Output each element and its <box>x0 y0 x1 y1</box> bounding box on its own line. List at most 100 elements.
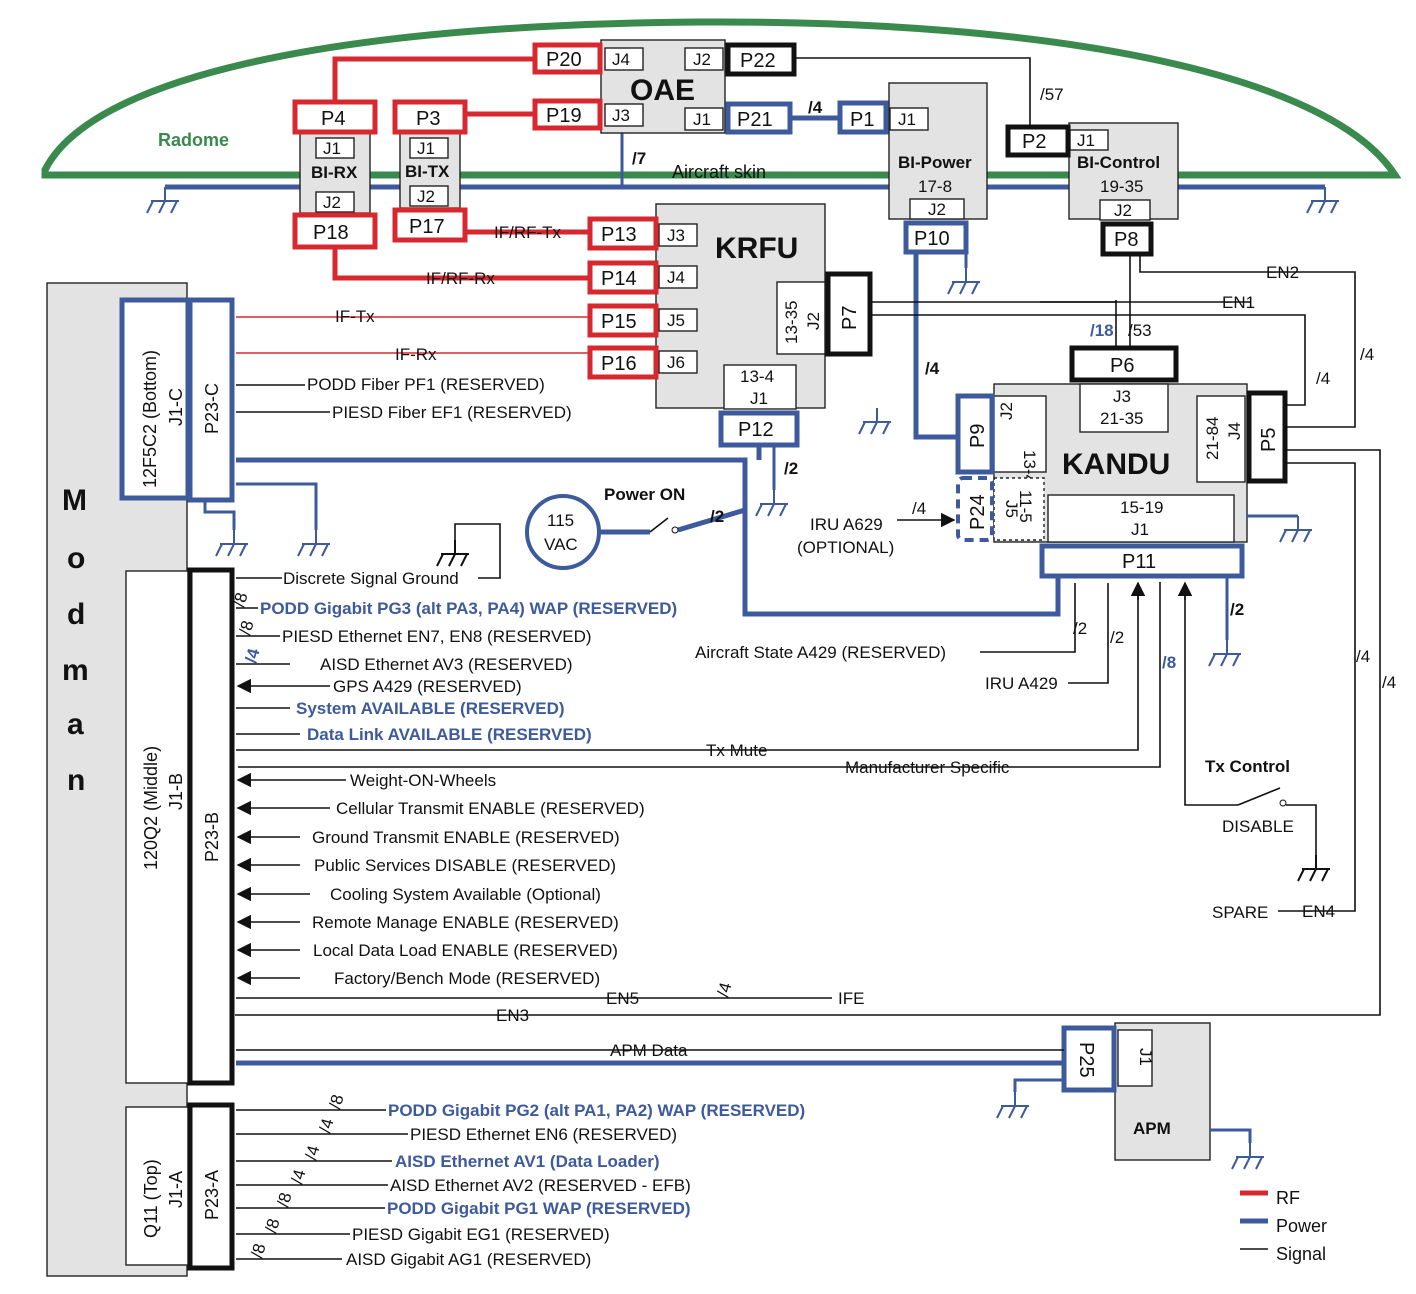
p23-c-label: P23-C <box>202 383 222 434</box>
count-7: /7 <box>632 149 646 168</box>
bi-tx-j1: J1 <box>417 139 435 158</box>
gps-label: GPS A429 (RESERVED) <box>333 677 522 696</box>
p5-connector <box>1246 390 1288 484</box>
p7-connector <box>825 271 873 357</box>
iru-a629-label: IRU A629 <box>810 515 883 534</box>
vac-num: 115 <box>547 511 574 530</box>
krfu-j4: J4 <box>667 268 685 287</box>
weight-on-wheels-label: Weight-ON-Wheels <box>350 771 496 790</box>
count-8-en7: /8 <box>236 618 258 637</box>
p22-label: P22 <box>740 50 776 72</box>
count-4-en6: /4 <box>316 1116 338 1135</box>
p24-connector <box>956 476 994 542</box>
j1-c-side: 12F5C2 (Bottom) <box>140 350 160 488</box>
oae-j1: J1 <box>693 110 711 129</box>
piesd-eg1-label: PIESD Gigabit EG1 (RESERVED) <box>352 1225 610 1244</box>
p2-label: P2 <box>1022 131 1046 153</box>
p16-connector <box>587 345 659 380</box>
bi-power-num: 17-8 <box>918 177 952 196</box>
p23-b-label: P23-B <box>202 812 222 862</box>
cooling-label: Cooling System Available (Optional) <box>330 885 601 904</box>
oae-title: OAE <box>630 74 695 107</box>
count-8-pg3: /8 <box>230 590 252 609</box>
legend: RF Power Signal <box>1240 1188 1327 1264</box>
p1-label: P1 <box>850 109 874 131</box>
krfu-j3: J3 <box>667 226 685 245</box>
j1-c-connector <box>119 297 191 501</box>
power-on-label: Power ON <box>604 485 685 504</box>
remote-manage-label: Remote Manage ENABLE (RESERVED) <box>312 913 619 932</box>
krfu-j5: J5 <box>667 311 685 330</box>
count-8-pg1: /8 <box>274 1190 296 1209</box>
p25-connector <box>1061 1025 1117 1093</box>
if-rf-rx-label: IF/RF-Rx <box>426 269 495 288</box>
bi-control-j2: J2 <box>1114 201 1132 220</box>
apm-title: APM <box>1133 1119 1171 1138</box>
discrete-ground-label: Discrete Signal Ground <box>283 569 459 588</box>
p15-connector <box>587 303 659 338</box>
ife-label: IFE <box>838 989 864 1008</box>
podd-pg3-label: PODD Gigabit PG3 (alt PA3, PA4) WAP (RES… <box>260 599 677 618</box>
j1-b-label: J1-B <box>166 773 186 810</box>
en3-label: EN3 <box>496 1006 529 1025</box>
p23-a-label: P23-A <box>202 1170 222 1220</box>
oae-j2: J2 <box>693 50 711 69</box>
svg-text:o: o <box>67 542 85 575</box>
en4-label: EN4 <box>1302 902 1335 921</box>
count-2-p12: /2 <box>784 459 798 478</box>
aisd-ag1-label: AISD Gigabit AG1 (RESERVED) <box>346 1250 591 1269</box>
p12-label: P12 <box>738 419 774 441</box>
bi-rx-j2: J2 <box>323 193 341 212</box>
apm-data-label: APM Data <box>610 1041 688 1060</box>
iru-optional-label: (OPTIONAL) <box>797 538 894 557</box>
factory-mode-label: Factory/Bench Mode (RESERVED) <box>334 969 600 988</box>
p6-label: P6 <box>1110 355 1134 377</box>
p4-label: P4 <box>321 108 345 130</box>
j1-a-label: J1-A <box>166 1171 186 1208</box>
manufacturer-specific-label: Manufacturer Specific <box>845 758 1010 777</box>
p7-label: P7 <box>839 306 861 330</box>
bi-power-title: BI-Power <box>898 153 972 172</box>
cellular-tx-label: Cellular Transmit ENABLE (RESERVED) <box>336 799 645 818</box>
aircraft-skin-label: Aircraft skin <box>672 162 766 182</box>
p19-label: P19 <box>546 105 582 127</box>
kandu-j4-num: 21-84 <box>1203 417 1222 460</box>
svg-text:M: M <box>62 484 87 517</box>
p8-label: P8 <box>1114 229 1138 251</box>
podd-pg2-label: PODD Gigabit PG2 (alt PA1, PA2) WAP (RES… <box>388 1101 805 1120</box>
vac-source <box>525 494 601 570</box>
p14-label: P14 <box>601 268 637 290</box>
p18-label: P18 <box>313 222 349 244</box>
legend-signal: Signal <box>1276 1244 1326 1264</box>
aisd-av2-label: AISD Ethernet AV2 (RESERVED - EFB) <box>390 1176 691 1195</box>
p8-connector <box>1100 221 1154 257</box>
p23-a-connector <box>187 1102 235 1271</box>
p19-connector <box>532 98 603 131</box>
krfu-title: KRFU <box>715 232 798 265</box>
p24-label: P24 <box>967 494 989 530</box>
p23-b-connector <box>187 567 235 1086</box>
kandu-j5: J5 <box>1002 500 1021 518</box>
if-rx-label: IF-Rx <box>395 345 437 364</box>
count-18: /18 <box>1090 321 1114 340</box>
p11-connector <box>1039 543 1245 579</box>
apm-j1: J1 <box>1136 1048 1155 1066</box>
kandu-j3-num: 21-35 <box>1100 409 1143 428</box>
p9-connector <box>955 393 995 475</box>
p11-label: P11 <box>1122 551 1156 573</box>
bi-tx-title: BI-TX <box>405 162 450 181</box>
bi-control-j1: J1 <box>1077 131 1095 150</box>
count-2-vac: /2 <box>710 507 724 526</box>
j1-a-side: Q11 (Top) <box>141 1159 161 1238</box>
count-4-en1: /4 <box>1316 369 1330 388</box>
count-4-p10: /4 <box>925 359 940 378</box>
piesd-fiber-label: PIESD Fiber EF1 (RESERVED) <box>332 403 572 422</box>
krfu-j6: J6 <box>667 353 685 372</box>
data-link-available-label: Data Link AVAILABLE (RESERVED) <box>307 725 592 744</box>
if-rf-tx-label: IF/RF-Tx <box>494 223 562 242</box>
p13-label: P13 <box>601 224 637 246</box>
kandu-j5-num: 11-5 <box>1016 490 1035 523</box>
count-2-iru: /2 <box>1110 628 1124 647</box>
podd-fiber-label: PODD Fiber PF1 (RESERVED) <box>307 375 545 394</box>
bi-power-j1: J1 <box>898 110 916 129</box>
